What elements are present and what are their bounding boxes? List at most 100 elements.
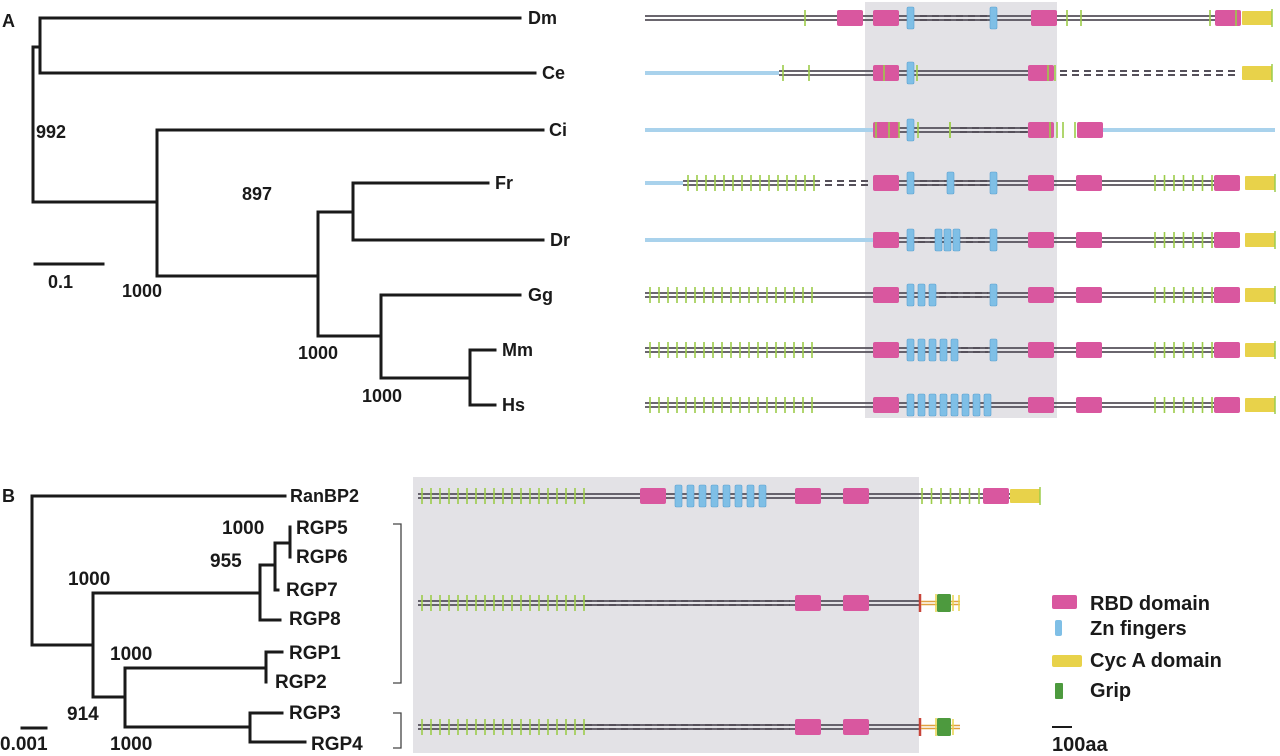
zn-finger — [989, 228, 998, 252]
taxon-label: Mm — [502, 340, 533, 360]
bootstrap-value: 1000 — [122, 281, 162, 301]
rbd-domain — [873, 397, 899, 413]
taxon-label: RGP6 — [296, 547, 348, 568]
cyc-a-domain — [1245, 398, 1275, 412]
rbd-domain — [837, 10, 863, 26]
rbd-domain — [873, 122, 899, 138]
grip-domain — [937, 718, 951, 736]
panel-b-label: B — [2, 486, 15, 506]
rbd-domain — [1214, 287, 1240, 303]
rbd-domain — [873, 232, 899, 248]
cyc-a-domain — [1245, 288, 1275, 302]
legend-swatch-rbd — [1052, 595, 1077, 609]
rbd-domain — [873, 287, 899, 303]
bootstrap-value: 955 — [210, 551, 242, 572]
zn-finger — [939, 338, 948, 362]
zn-finger — [989, 338, 998, 362]
rbd-domain — [1076, 342, 1102, 358]
taxon-label: Hs — [502, 395, 525, 415]
domain-architectures — [418, 6, 1276, 736]
rbd-domain — [1028, 122, 1054, 138]
cyc-a-domain — [1242, 11, 1272, 25]
zn-finger — [906, 338, 915, 362]
rbd-domain — [1028, 65, 1054, 81]
zn-finger — [906, 283, 915, 307]
rbd-domain — [873, 10, 899, 26]
taxon-label: Fr — [495, 173, 513, 193]
zn-finger — [722, 484, 731, 508]
zn-finger — [928, 393, 937, 417]
taxon-label: RGP2 — [275, 672, 327, 693]
rbd-domain — [1028, 175, 1054, 191]
cyc-a-domain — [1245, 343, 1275, 357]
bootstrap-value: 1000 — [222, 518, 264, 539]
zn-finger — [734, 484, 743, 508]
zn-finger — [939, 393, 948, 417]
rbd-domain — [1076, 232, 1102, 248]
rbd-domain — [1077, 122, 1103, 138]
bootstrap-value: 897 — [242, 184, 272, 204]
cyc-a-domain — [1242, 66, 1272, 80]
rbd-domain — [873, 65, 899, 81]
taxon-label: Ci — [549, 120, 567, 140]
zn-finger — [746, 484, 755, 508]
zn-finger — [917, 338, 926, 362]
rbd-domain — [1215, 10, 1241, 26]
legend-label: Cyc A domain — [1090, 650, 1222, 672]
legend-label: Grip — [1090, 680, 1131, 702]
zn-finger — [917, 393, 926, 417]
zn-finger — [934, 228, 943, 252]
taxon-label: RGP8 — [289, 609, 341, 630]
panel-a-tree — [31, 16, 545, 407]
rbd-domain — [873, 342, 899, 358]
bootstrap-value: 914 — [67, 704, 99, 725]
zn-finger — [989, 171, 998, 195]
bootstrap-value: 1000 — [110, 734, 152, 755]
cyc-a-domain — [1245, 176, 1275, 190]
rbd-domain — [983, 488, 1009, 504]
rbd-domain — [843, 719, 869, 735]
rbd-domain — [1214, 397, 1240, 413]
zn-finger — [906, 393, 915, 417]
zn-finger — [674, 484, 683, 508]
zn-finger — [928, 283, 937, 307]
bootstrap-value: 1000 — [362, 386, 402, 406]
legend-swatch-cyc — [1052, 655, 1082, 667]
legend-swatch-grip — [1055, 683, 1063, 699]
bootstrap-value: 1000 — [68, 569, 110, 590]
taxon-label: RGP4 — [311, 734, 363, 755]
zn-finger — [983, 393, 992, 417]
rbd-domain — [795, 595, 821, 611]
cyc-a-domain — [1245, 233, 1275, 247]
zn-finger — [943, 228, 952, 252]
taxon-label: RGP3 — [289, 703, 341, 724]
zn-finger — [917, 283, 926, 307]
rbd-domain — [1076, 397, 1102, 413]
rbd-domain — [1076, 175, 1102, 191]
zn-finger — [906, 228, 915, 252]
panel-a-label: A — [2, 11, 15, 31]
zn-finger — [972, 393, 981, 417]
zn-finger — [950, 338, 959, 362]
taxon-label: RGP5 — [296, 518, 348, 539]
panel-b-shaded-region — [413, 477, 919, 753]
zn-finger — [928, 338, 937, 362]
taxon-label: RGP1 — [289, 643, 341, 664]
rbd-domain — [795, 719, 821, 735]
zn-finger — [952, 228, 961, 252]
rbd-domain — [843, 595, 869, 611]
taxon-label: RGP7 — [286, 580, 338, 601]
zn-finger — [906, 61, 915, 85]
rbd-domain — [1214, 232, 1240, 248]
zn-finger — [950, 393, 959, 417]
rbd-domain — [843, 488, 869, 504]
grouping-brackets — [393, 523, 402, 749]
rbd-domain — [795, 488, 821, 504]
legend: RBD domain Zn fingers Cyc A domain Grip … — [1052, 593, 1222, 756]
zn-finger — [698, 484, 707, 508]
grip-domain — [937, 594, 951, 612]
scale-bar-label: 0.1 — [48, 272, 73, 292]
bootstrap-value: 1000 — [298, 343, 338, 363]
taxon-label: Gg — [528, 285, 553, 305]
